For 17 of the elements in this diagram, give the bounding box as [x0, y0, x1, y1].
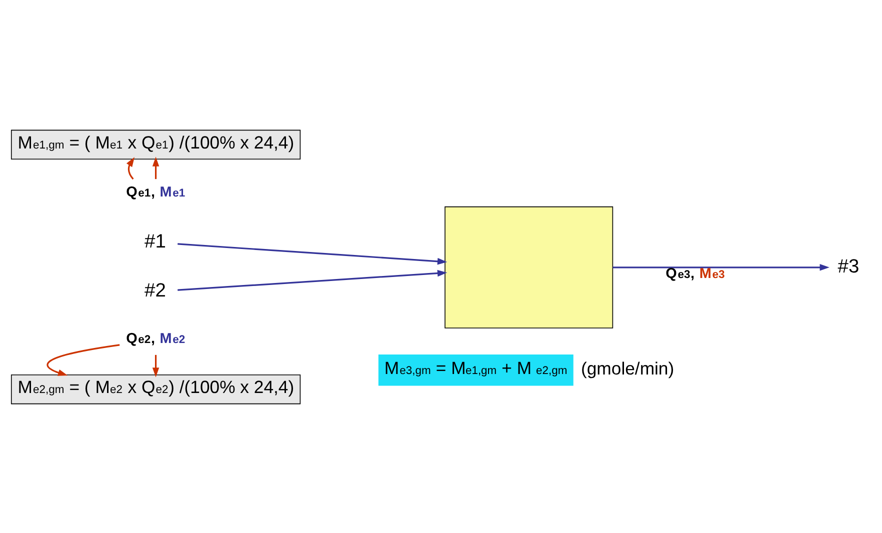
node-box: Me2,gm = ( Me2 x Qe2) /(100% x 24,4)	[10, 374, 301, 404]
node-text: #2	[144, 280, 166, 301]
arrow	[178, 242, 448, 264]
arrow	[152, 354, 160, 377]
arrow	[152, 156, 160, 179]
node-label: (gmole/min)	[581, 358, 674, 378]
arrow	[126, 156, 134, 180]
node-text: #1	[144, 231, 166, 252]
node-box: Me1,gm = ( Me1 x Qe1) /(100% x 24,4)	[10, 129, 301, 159]
node-text: Qe1, Me1	[126, 184, 186, 200]
arrow	[46, 344, 120, 376]
node-text: #3	[838, 256, 860, 277]
node-box	[444, 206, 614, 328]
node-text: Qe2, Me2	[126, 330, 186, 347]
arrow	[178, 269, 448, 290]
arrow	[612, 264, 830, 270]
edge-label: Qe3, Me3	[666, 266, 725, 282]
